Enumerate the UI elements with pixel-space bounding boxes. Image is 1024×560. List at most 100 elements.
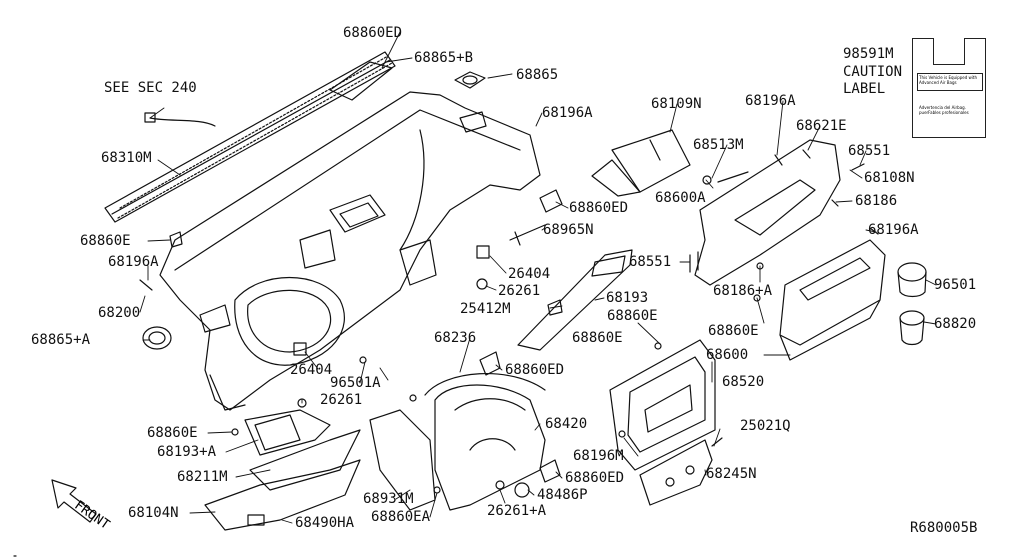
part-label: 68245N — [706, 466, 757, 482]
caution-line2: LABEL — [843, 81, 886, 97]
part-label: 68520 — [722, 374, 765, 390]
part-label: 68196A — [868, 222, 919, 238]
bolt-25412m — [547, 299, 563, 316]
clip-68860e-lower — [231, 428, 239, 436]
caution-label-card-text: This Vehicle is Equipped with Advanced A… — [917, 73, 983, 91]
rod-25021q — [711, 437, 723, 447]
part-label: 68104N — [128, 505, 179, 521]
caution-label-card: This Vehicle is Equipped with Advanced A… — [912, 38, 986, 138]
pad-center — [293, 342, 307, 356]
screw-68196a-right — [774, 154, 783, 166]
instrument-panel-main — [159, 91, 541, 411]
clip-68860e-mid — [409, 394, 417, 402]
cover-panel — [329, 61, 393, 101]
cluster-lid — [434, 384, 546, 511]
part-label: 68186 — [855, 193, 898, 209]
part-label: 68193 — [606, 290, 649, 306]
part-label: 68860ED — [343, 25, 403, 41]
part-label: 68236 — [434, 330, 477, 346]
part-label: 68860ED — [565, 470, 625, 486]
part-label: 68200 — [98, 305, 141, 321]
leader-lines — [139, 31, 937, 524]
vent-lower — [539, 459, 561, 483]
bolt-26261 — [476, 278, 488, 290]
screw-68621e — [802, 149, 811, 159]
part-label: 68109N — [651, 96, 702, 112]
part-label: 68865 — [516, 67, 559, 83]
part-label: 26261+A — [487, 503, 547, 519]
part-label: 68860ED — [569, 200, 629, 216]
rod-68965n — [509, 224, 546, 246]
part-label: 68860E — [607, 308, 658, 324]
speaker-grille-top — [454, 71, 486, 89]
part-label: 68600 — [706, 347, 749, 363]
part-label: 68196A — [542, 105, 593, 121]
lower-panel-68245n — [639, 439, 713, 506]
glove-box-lid — [779, 239, 886, 361]
part-label: 68600A — [655, 190, 706, 206]
part-label: 68860E — [147, 425, 198, 441]
vent-upper — [539, 189, 563, 213]
bracket-68109n — [591, 129, 691, 197]
part-label: 26261 — [320, 392, 363, 408]
lower-cover-left — [204, 409, 361, 531]
clip-96501a — [359, 356, 367, 364]
bracket-68193a — [254, 414, 301, 451]
part-label: 68820 — [934, 316, 977, 332]
part-label: 26261 — [498, 283, 541, 299]
part-label: 68965N — [543, 222, 594, 238]
part-label: 68490HA — [295, 515, 355, 531]
clip-68860e-right — [654, 342, 662, 350]
clip-68860ea — [433, 486, 441, 494]
part-label: 68860E — [708, 323, 759, 339]
part-label: 68193+A — [157, 444, 217, 460]
ring-48486p — [514, 482, 530, 498]
caution-label-tab — [933, 38, 965, 65]
screw-left — [139, 279, 153, 291]
part-label: 68551 — [629, 254, 672, 270]
screw-68551 — [851, 163, 865, 171]
cluster-cover — [424, 373, 546, 396]
clip-26261-left — [297, 398, 307, 408]
clip-26261a — [495, 480, 505, 490]
part-label: 68551 — [848, 143, 891, 159]
defroster-grille — [104, 51, 396, 223]
speaker-grille-left — [142, 326, 172, 350]
caution-label-card-subtext: Advertencia del Airbag. puerFables profe… — [919, 105, 969, 115]
part-label: 68865+A — [31, 332, 91, 348]
part-label: 68931M — [363, 491, 414, 507]
part-label: 68186+A — [713, 283, 773, 299]
part-label: 68196M — [573, 448, 624, 464]
trim-strip-68193 — [517, 249, 633, 351]
part-label: 25412M — [460, 301, 511, 317]
part-label: 68860EA — [371, 509, 431, 525]
part-label: 68513M — [693, 137, 744, 153]
part-label: 68860E — [80, 233, 131, 249]
bar-68513m — [717, 171, 749, 183]
screw-68600a — [702, 175, 712, 185]
pad-right — [476, 245, 490, 259]
vent-center — [479, 351, 501, 376]
part-label: 96501A — [330, 375, 381, 391]
center-bezel — [609, 339, 716, 471]
part-label: 68108N — [864, 170, 915, 186]
part-label: 26404 — [508, 266, 551, 282]
part-label: 68310M — [101, 150, 152, 166]
part-label: 68865+B — [414, 50, 474, 66]
part-label: 68211M — [177, 469, 228, 485]
part-label: 25021Q — [740, 418, 791, 434]
clip-68196m — [618, 430, 626, 438]
glove-box-frame — [694, 139, 841, 286]
part-label: 68860ED — [505, 362, 565, 378]
part-label: 48486P — [537, 487, 588, 503]
part-label: 68420 — [545, 416, 588, 432]
harness-wire — [149, 117, 216, 127]
part-label: 26404 — [290, 362, 333, 378]
reference-code: R680005B — [910, 520, 978, 536]
caution-line1: CAUTION — [843, 64, 903, 80]
see-sec-label: SEE SEC 240 — [104, 80, 197, 96]
part-label: 68196A — [745, 93, 796, 109]
part-label: 68621E — [796, 118, 847, 134]
